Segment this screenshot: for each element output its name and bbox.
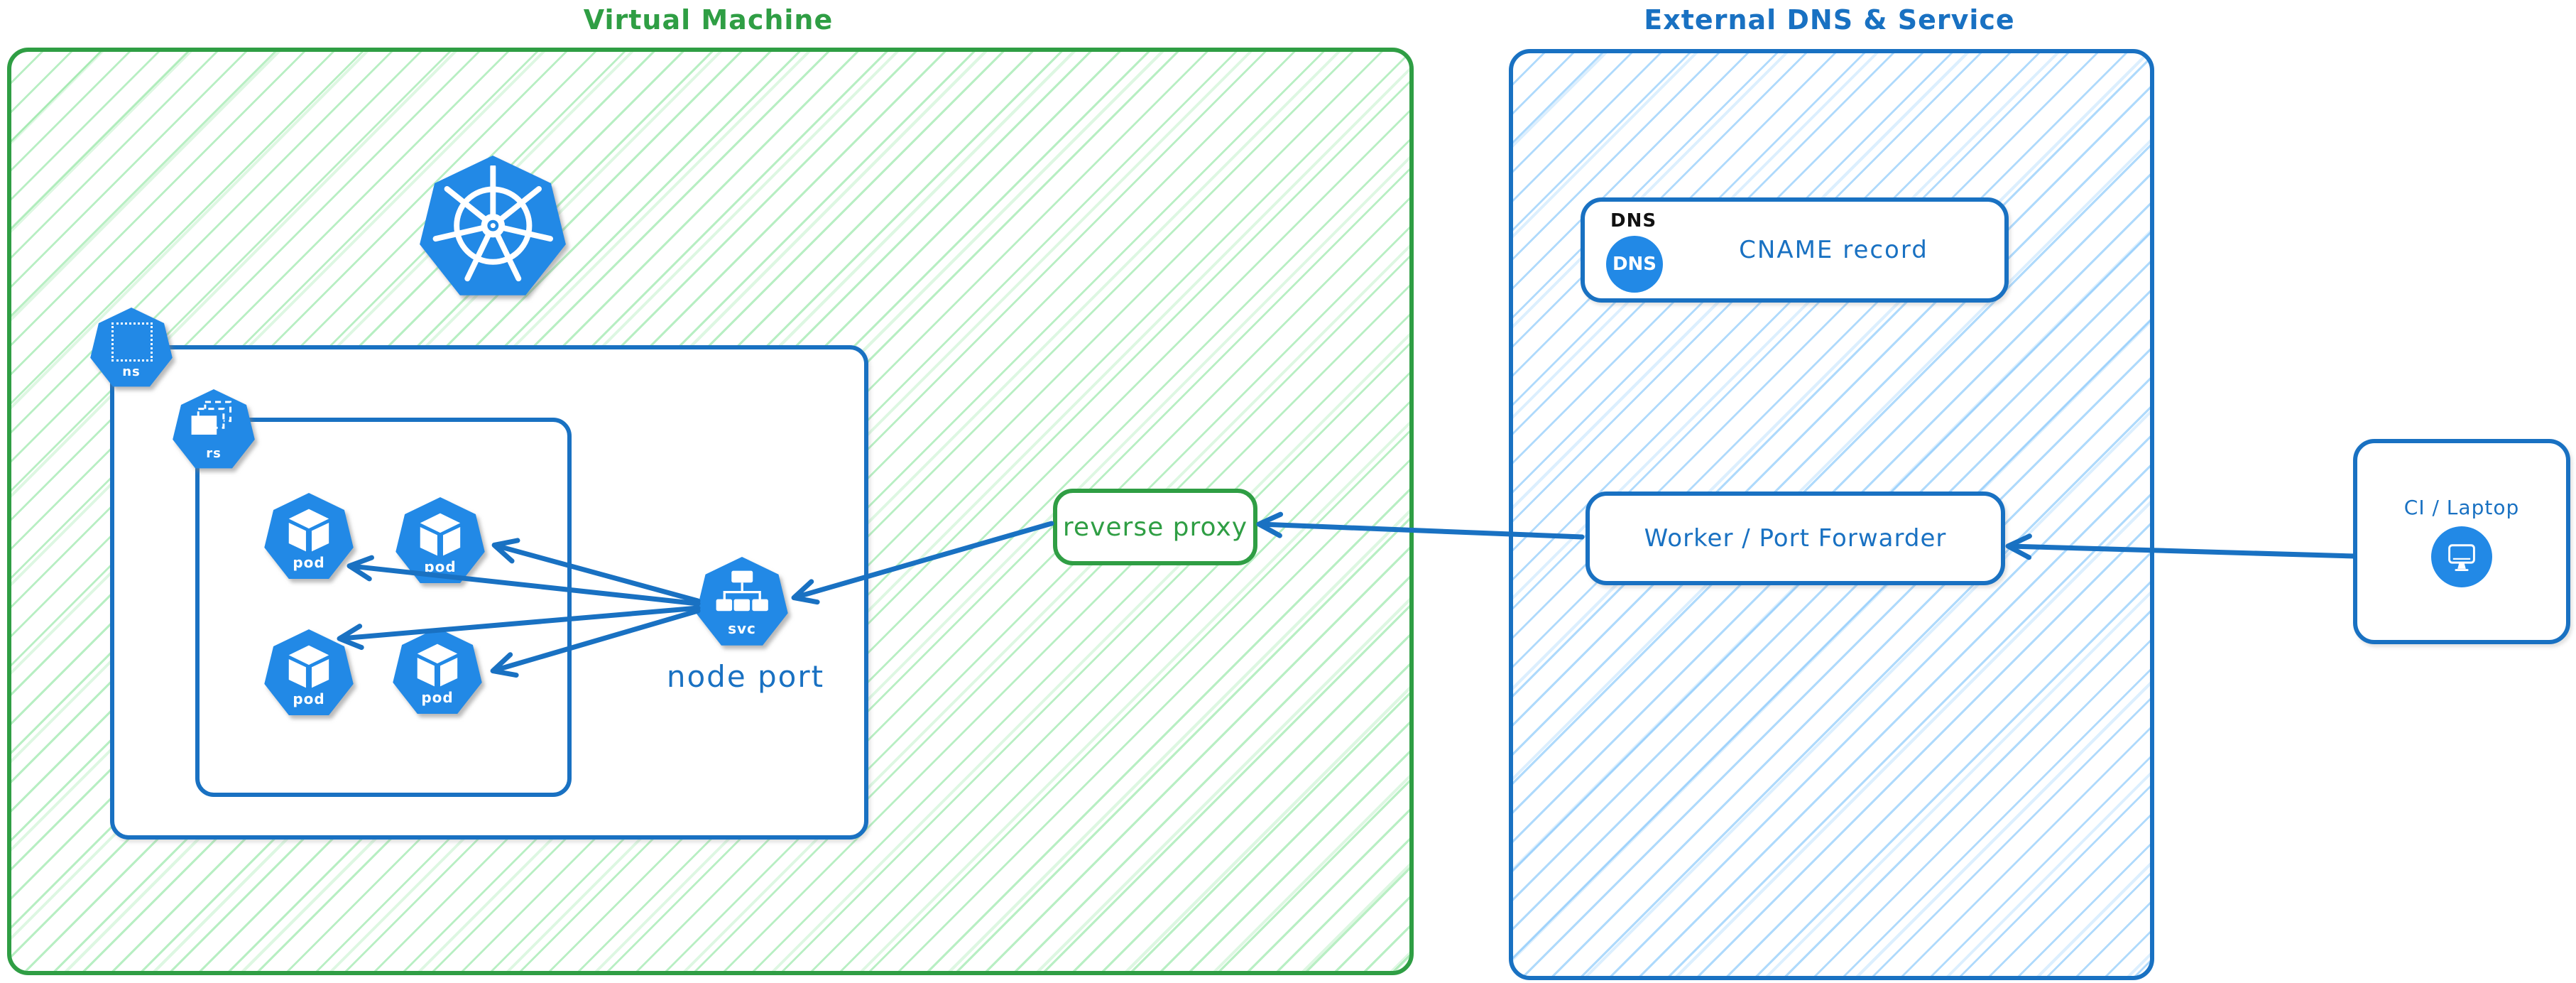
pod-label: pod	[424, 558, 457, 575]
ci-laptop-badge	[2431, 526, 2492, 587]
pod-label: pod	[293, 553, 325, 571]
pod-icon	[417, 643, 458, 686]
kubernetes-logo-icon	[432, 165, 553, 282]
pod-node-4: pod	[392, 628, 483, 717]
replicaset-node: rs	[172, 389, 256, 472]
replicaset-label: rs	[206, 445, 222, 461]
dns-header-label: DNS	[1610, 210, 1657, 232]
pod-icon	[420, 513, 461, 555]
service-heptagon: svc	[696, 557, 788, 646]
pod-node-2: pod	[395, 497, 486, 587]
namespace-label: ns	[122, 364, 141, 379]
ci-laptop-label: CI / Laptop	[2403, 496, 2520, 519]
kubernetes-node	[418, 156, 567, 301]
dns-icon: DNS	[1606, 236, 1663, 293]
pod-label: pod	[421, 688, 454, 706]
namespace-heptagon: ns	[90, 308, 173, 387]
virtual-machine-title: Virtual Machine	[583, 4, 834, 36]
pod-heptagon: pod	[393, 628, 482, 714]
service-node: svc	[695, 557, 789, 649]
ci-laptop-card: CI / Laptop	[2353, 439, 2570, 644]
pod-node-1: pod	[263, 493, 354, 582]
pod-heptagon: pod	[264, 493, 354, 579]
pod-node-3: pod	[263, 629, 354, 719]
worker-label: Worker / Port Forwarder	[1644, 524, 1947, 553]
reverse-proxy-label: reverse proxy	[1062, 512, 1248, 542]
node-port-label: node port	[666, 659, 825, 694]
replicaset-heptagon: rs	[173, 389, 255, 469]
pod-label: pod	[293, 690, 325, 707]
pod-heptagon: pod	[395, 497, 485, 583]
service-icon	[716, 570, 768, 612]
monitor-icon	[2448, 544, 2475, 572]
pod-icon	[288, 645, 329, 688]
namespace-node: ns	[89, 308, 173, 390]
namespace-icon	[111, 322, 153, 362]
cname-record-label: CNAME record	[1739, 236, 1928, 264]
worker-port-forwarder-card: Worker / Port Forwarder	[1586, 492, 2005, 585]
service-label: svc	[728, 620, 756, 638]
external-dns-title: External DNS & Service	[1644, 4, 2015, 36]
pod-heptagon: pod	[264, 629, 354, 715]
dns-badge-text: DNS	[1612, 254, 1657, 275]
pod-icon	[288, 509, 329, 551]
kubernetes-heptagon	[420, 156, 566, 295]
replicaset-icon	[191, 401, 232, 435]
dns-record-card: DNS DNS CNAME record	[1581, 197, 2009, 303]
replicaset-box	[195, 418, 572, 797]
reverse-proxy-box: reverse proxy	[1053, 489, 1257, 565]
